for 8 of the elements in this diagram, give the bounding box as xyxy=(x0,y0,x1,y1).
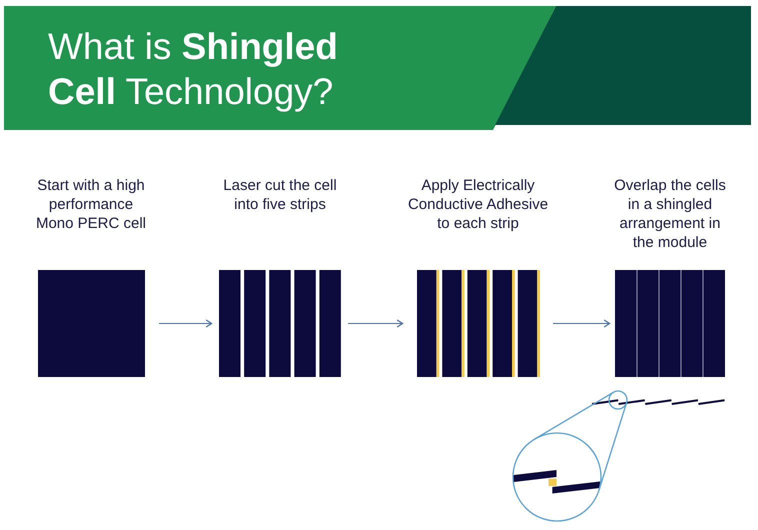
step-description: Apply Electrically Conductive Adhesive to each strip xyxy=(406,176,550,233)
step-description: Overlap the cells in a shingled arrangement in the module xyxy=(613,176,727,252)
arrow xyxy=(553,319,610,328)
arrow xyxy=(159,319,212,328)
arrow xyxy=(348,319,404,328)
title-heading: What is Shingled Cell Technology? xyxy=(48,25,339,114)
step-description: Laser cut the cell into five strips xyxy=(222,176,338,214)
step-description: Start with a high performance Mono PERC cell xyxy=(34,176,148,233)
